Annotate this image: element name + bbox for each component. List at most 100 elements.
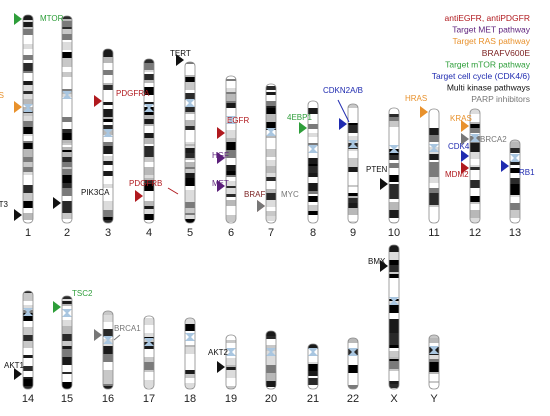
- gene-marker-cdk4: CDK4: [448, 142, 470, 162]
- chromosome-bands: [348, 104, 358, 223]
- chromosome-label: 12: [469, 227, 481, 239]
- chromosome-bands: [144, 316, 154, 389]
- marker-triangle: [53, 197, 61, 209]
- gene-marker-akt3: AKT3: [0, 200, 22, 221]
- gene-label: NRAS: [0, 91, 4, 100]
- gene-marker-brca2: BRCA2: [461, 133, 507, 145]
- gene-label: HGF: [212, 151, 229, 160]
- chromosome-label: 9: [350, 227, 356, 239]
- marker-triangle: [53, 301, 61, 313]
- gene-marker-myc: MYC: [257, 190, 299, 212]
- chromosome-label: 8: [310, 227, 316, 239]
- marker-triangle: [217, 127, 225, 139]
- gene-label: MTOR: [40, 14, 64, 23]
- gene-label: MET: [212, 179, 229, 188]
- marker-triangle: [380, 260, 388, 272]
- gene-label: PDGFRA: [116, 89, 150, 98]
- gene-markers: MTOR NRAS AKT3 PIK3CA PDGFRA PDGFRB TERT EGFR HG…: [0, 13, 535, 380]
- chromosome-bands: [308, 344, 318, 389]
- chromosome-12: 12: [469, 108, 481, 239]
- chromosome-label: 20: [265, 393, 277, 405]
- chromosome-22: 22: [347, 337, 359, 405]
- legend-item: Target RAS pathway: [453, 36, 531, 46]
- chromosome-label: 16: [102, 393, 114, 405]
- chromosome-outline: [347, 103, 359, 224]
- chromosome-outline: [61, 295, 73, 390]
- chromosome-bands: [429, 335, 439, 389]
- legend-item: Target mTOR pathway: [445, 59, 531, 69]
- gene-label: BMX: [368, 257, 386, 266]
- chromosome-bands: [389, 108, 399, 223]
- gene-label: RB1: [519, 168, 535, 177]
- chromosome-21: 21: [307, 343, 319, 405]
- gene-marker-mtor: MTOR: [14, 13, 64, 25]
- chromosome-outline: [61, 15, 73, 224]
- gene-label: PTEN: [366, 165, 388, 174]
- gene-marker-nras: NRAS: [0, 91, 22, 113]
- pdgfrb-leader-line: [167, 187, 179, 195]
- legend-item: Multi kinase pathways: [447, 83, 530, 93]
- gene-label: TERT: [170, 49, 191, 58]
- gene-label: MYC: [281, 190, 299, 199]
- chromosome-outline: [225, 75, 237, 224]
- marker-triangle: [176, 54, 184, 66]
- chromosome-14: 14: [22, 290, 34, 405]
- gene-label: HRAS: [405, 94, 427, 103]
- marker-triangle: [217, 152, 225, 164]
- chromosome-4: 4: [143, 58, 155, 239]
- chromosome-outline: [143, 315, 155, 390]
- gene-marker-pdgfrb: PDGFRB: [129, 179, 162, 202]
- gene-label: AKT1: [4, 361, 25, 370]
- chromosome-outline: [388, 244, 400, 390]
- legend-item: Target cell cycle (CDK4/6): [432, 71, 530, 81]
- gene-marker-bmx: BMX: [368, 257, 388, 272]
- chromosome-outline: [184, 61, 196, 224]
- chromosome-label: 1: [25, 227, 31, 239]
- chromosome-7: 7: [265, 83, 277, 239]
- chromosome-label: 4: [146, 227, 152, 239]
- gene-marker-met: MET: [212, 179, 229, 192]
- gene-label: EGFR: [227, 116, 249, 125]
- chromosome-label: 7: [268, 227, 274, 239]
- marker-triangle: [461, 133, 469, 145]
- chromosome-10: 10: [388, 107, 400, 239]
- gene-marker-egfr: EGFR: [217, 116, 249, 139]
- chromosome-outline: [102, 310, 114, 390]
- chromosome-bands: [348, 338, 358, 389]
- gene-marker-pten: PTEN: [366, 165, 388, 190]
- chromosome-label: 21: [307, 393, 319, 405]
- gene-label: 4EBP1: [287, 113, 312, 122]
- gene-marker-tert: TERT: [170, 49, 191, 66]
- marker-triangle: [461, 162, 469, 174]
- legend-item: PARP inhibitors: [471, 94, 530, 104]
- gene-marker-hgf: HGF: [212, 151, 229, 164]
- chromosome-label: 6: [228, 227, 234, 239]
- chromosome-18: 18: [184, 317, 196, 405]
- chromosome-19: 19: [225, 334, 237, 405]
- gene-marker-pik3ca: PIK3CA: [53, 188, 110, 209]
- chromosome-label: 22: [347, 393, 359, 405]
- chromosome-outline: [22, 290, 34, 390]
- gene-marker-rb1: RB1: [501, 160, 535, 177]
- marker-triangle: [14, 101, 22, 113]
- gene-marker-kras: KRAS: [450, 114, 472, 132]
- marker-triangle: [501, 160, 509, 172]
- marker-triangle: [14, 13, 22, 25]
- chromosome-bands: [23, 15, 33, 223]
- gene-marker-cdkn2a-b: CDKN2A/B: [323, 86, 363, 130]
- chromosome-15: 15: [61, 295, 73, 405]
- marker-triangle: [94, 95, 102, 107]
- chromosome-label: 14: [22, 393, 34, 405]
- chromosome-bands: [470, 109, 480, 223]
- chromosome-outline: [265, 330, 277, 390]
- chromosome-9: 9: [347, 103, 359, 239]
- chromosome-label: 5: [187, 227, 193, 239]
- chromosome-outline: [22, 14, 34, 224]
- chromosome-2: 2: [61, 15, 73, 239]
- gene-label: CDKN2A/B: [323, 86, 363, 95]
- chromosome-bands: [144, 59, 154, 223]
- marker-triangle: [135, 190, 143, 202]
- chromosome-6: 6: [225, 75, 237, 239]
- gene-marker-pdgfra: PDGFRA: [94, 89, 150, 107]
- chromosome-bands: [103, 49, 113, 223]
